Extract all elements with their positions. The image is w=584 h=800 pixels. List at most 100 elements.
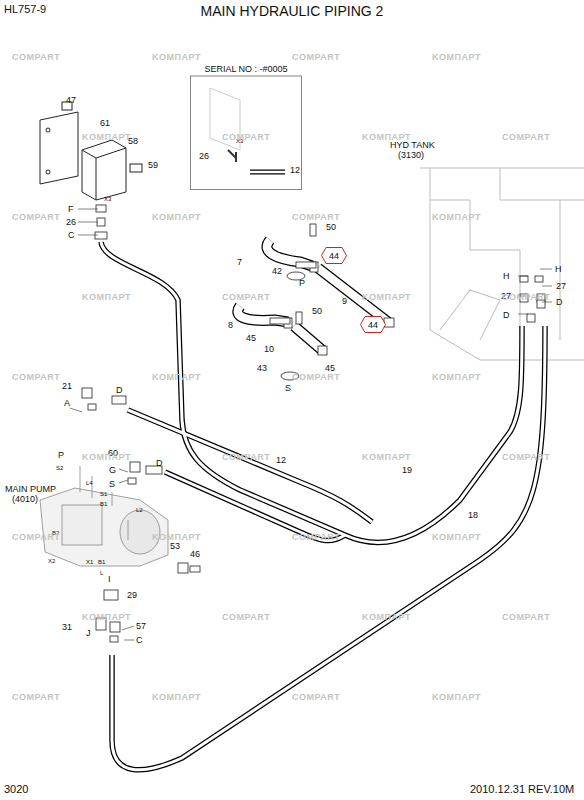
box-outline — [190, 62, 302, 190]
callout-label: D — [116, 385, 123, 395]
callout-label: 42 — [272, 266, 282, 276]
callout-label: 29 — [127, 590, 137, 600]
main-pump — [40, 466, 168, 566]
callout-label: 7 — [237, 257, 242, 267]
watermark: COMPART — [222, 452, 270, 462]
bracket-block — [40, 102, 142, 200]
callout-label: D — [156, 458, 163, 468]
watermark: KOMПAPT — [432, 372, 481, 382]
watermark: COMPART — [292, 532, 340, 542]
watermark: COMPART — [222, 612, 270, 622]
port-name: X3 — [104, 194, 111, 204]
callout-label: 26 — [66, 217, 76, 227]
revision-date: 2010.12.31 REV.10M — [470, 784, 574, 794]
callout-label: P — [299, 278, 305, 288]
watermark: COMPART — [12, 372, 60, 382]
watermark: COMPART — [292, 372, 340, 382]
watermark: COMPART — [12, 532, 60, 542]
part-number-hexagon: 44 — [321, 247, 347, 264]
port-name: L2 — [136, 505, 143, 515]
page-number: 3020 — [4, 784, 28, 794]
serial-detail-box: SERIAL NO : -#0005 — [190, 62, 302, 190]
leader-lines — [70, 209, 552, 640]
port-name: L — [100, 568, 103, 578]
port-name: S2 — [56, 463, 63, 473]
callout-label: 31 — [62, 622, 72, 632]
callout-label: 53 — [170, 541, 180, 551]
port-name: S1 — [100, 489, 107, 499]
watermark: KOMПAPT — [362, 452, 411, 462]
callout-label: I — [108, 574, 111, 584]
watermark: COMPART — [292, 692, 340, 702]
watermark: KOMПAPT — [432, 532, 481, 542]
watermark: KOMПAPT — [152, 692, 201, 702]
watermark: KOMПAPT — [362, 292, 411, 302]
watermark: KOMПAPT — [432, 212, 481, 222]
watermark: KOMПAPT — [152, 532, 201, 542]
callout-label: 47 — [66, 95, 76, 105]
callout-label: 12 — [276, 455, 286, 465]
port-name: B1 — [100, 499, 107, 509]
watermark: KOMПAPT — [82, 132, 131, 142]
port-name: X1 — [86, 557, 93, 567]
callout-label: C — [136, 635, 143, 645]
callout-label: C — [68, 230, 75, 240]
watermark: COMPART — [292, 52, 340, 62]
callout-label: 9 — [342, 296, 347, 306]
callout-label: D — [503, 310, 510, 320]
callout-label: H — [503, 271, 510, 281]
callout-label: 21 — [62, 381, 72, 391]
callout-label: J — [86, 628, 91, 638]
part-number-hexagon: 44 — [360, 316, 386, 333]
watermark: COMPART — [222, 292, 270, 302]
callout-label: 27 — [556, 281, 566, 291]
watermark: COMPART — [292, 212, 340, 222]
callout-label: 18 — [468, 510, 478, 520]
watermark: KOMПAPT — [82, 452, 131, 462]
callout-label: 45 — [246, 333, 256, 343]
callout-label: 59 — [148, 160, 158, 170]
callout-label: F — [68, 204, 74, 214]
page-title: MAIN HYDRAULIC PIPING 2 — [0, 3, 584, 19]
callout-label: (3130) — [398, 150, 424, 160]
callout-label: D — [556, 297, 563, 307]
port-name: X2 — [48, 556, 55, 566]
watermark: KOMПAPT — [362, 612, 411, 622]
callout-label: 8 — [228, 320, 233, 330]
fittings — [82, 205, 545, 642]
watermark: COMPART — [502, 612, 550, 622]
watermark: KOMПAPT — [152, 212, 201, 222]
callout-label: 26 — [199, 151, 209, 161]
callout-label: 19 — [402, 465, 412, 475]
callout-label: 43 — [257, 363, 267, 373]
hyd-tank-outline — [420, 168, 584, 360]
hydraulic-hoses — [101, 242, 545, 770]
watermark: COMPART — [502, 132, 550, 142]
watermark: COMPART — [222, 132, 270, 142]
model-name: HL757-9 — [4, 4, 46, 14]
callout-label: 45 — [325, 363, 335, 373]
watermark: KOMПAPT — [152, 372, 201, 382]
watermark: KOMПAPT — [362, 132, 411, 142]
watermark: KOMПAPT — [432, 52, 481, 62]
port-name: L4 — [86, 478, 93, 488]
callout-label: MAIN PUMP — [5, 484, 56, 494]
watermark: KOMПAPT — [152, 52, 201, 62]
callout-label: 12 — [290, 165, 300, 175]
callout-label: 57 — [136, 621, 146, 631]
watermark: KOMПAPT — [432, 692, 481, 702]
watermark: KOMПAPT — [82, 292, 131, 302]
watermark: COMPART — [502, 292, 550, 302]
callout-label: 10 — [264, 344, 274, 354]
callout-label: A — [64, 398, 70, 408]
callout-label: G — [109, 465, 116, 475]
callout-label: 50 — [326, 222, 336, 232]
serial-detail — [210, 88, 285, 172]
watermark: COMPART — [12, 692, 60, 702]
callout-label: P — [58, 450, 64, 460]
callout-number: 44 — [321, 247, 347, 261]
callout-label: 61 — [100, 118, 110, 128]
serial-number: SERIAL NO : -#0005 — [190, 62, 302, 74]
watermark: KOMПAPT — [82, 612, 131, 622]
port-name: B1 — [98, 557, 105, 567]
